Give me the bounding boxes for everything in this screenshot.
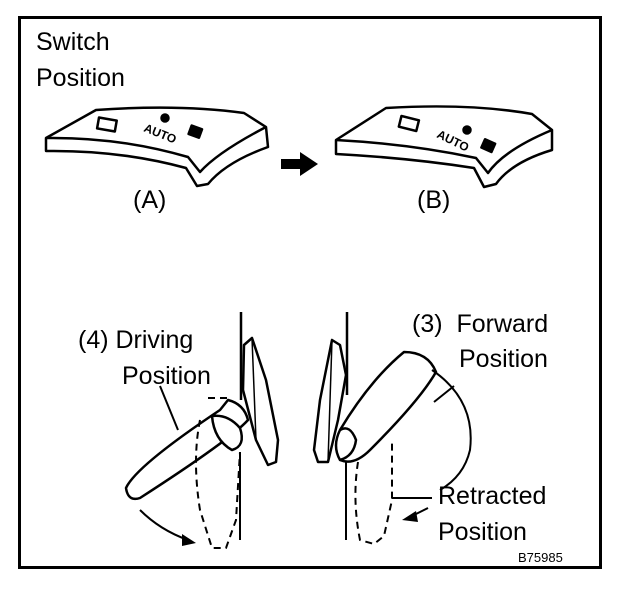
switch-heading-line1: Switch xyxy=(36,28,110,56)
driving-swing-arrow-icon xyxy=(139,509,189,541)
retract-arrowhead-icon xyxy=(402,511,418,522)
switch-b-drawing xyxy=(334,105,554,189)
arrow-icon xyxy=(281,152,318,176)
right-mirror-drawing xyxy=(312,312,438,545)
forward-swing-arc xyxy=(431,369,472,491)
driving-arrowhead-icon xyxy=(182,534,196,546)
driving-label-line2: Position xyxy=(122,362,211,390)
retracted-label-line2: Position xyxy=(438,518,527,546)
switch-heading-line2: Position xyxy=(36,64,125,92)
figure-code: B75985 xyxy=(518,550,563,565)
forward-label-line2: Position xyxy=(459,345,548,373)
switch-a-caption: (A) xyxy=(133,186,167,214)
switch-a-drawing xyxy=(44,106,270,188)
figure-frame xyxy=(18,16,602,569)
driving-label-line1: (4) Driving xyxy=(78,326,194,354)
forward-leader-line xyxy=(433,385,455,403)
driving-leader-line xyxy=(159,385,179,431)
switch-b-caption: (B) xyxy=(417,186,451,214)
forward-label-line1: (3) Forward xyxy=(412,310,549,338)
left-mirror-drawing xyxy=(124,312,280,549)
retracted-label-line1: Retracted xyxy=(438,482,547,510)
